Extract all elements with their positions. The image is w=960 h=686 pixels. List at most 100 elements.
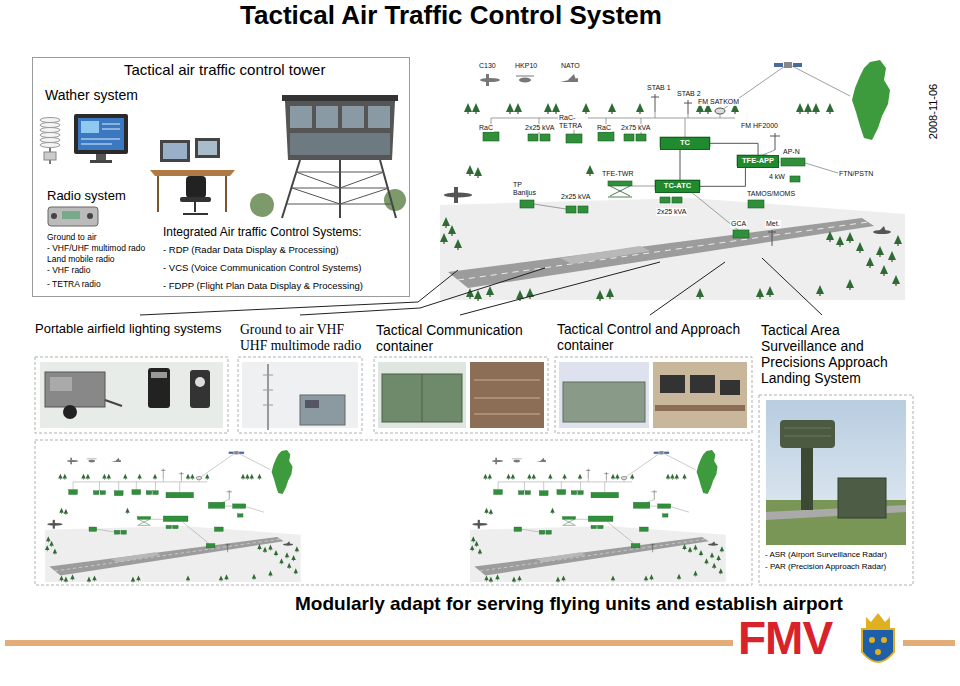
date-stamp: 2008-11-06 bbox=[927, 77, 940, 147]
scissor-lift bbox=[608, 186, 632, 197]
tree bbox=[466, 165, 474, 176]
node-heading: Tactical Communication container bbox=[376, 322, 546, 354]
controller-desk bbox=[194, 202, 196, 212]
weather-monitor bbox=[81, 139, 120, 140]
control-tower bbox=[296, 172, 340, 188]
controller-desk bbox=[180, 197, 211, 202]
footer-bar bbox=[903, 640, 955, 646]
control-tower bbox=[296, 172, 384, 173]
container bbox=[748, 200, 764, 208]
radar-photo bbox=[766, 400, 906, 545]
aircraft bbox=[568, 74, 576, 80]
tree bbox=[552, 103, 560, 114]
lighting-photo bbox=[195, 377, 205, 387]
radar-photo bbox=[766, 400, 906, 545]
node-heading: TC-ATC bbox=[660, 182, 695, 191]
control-tower bbox=[250, 193, 274, 217]
container bbox=[598, 132, 614, 141]
node-text: - VCS (Voice Communication Control Syste… bbox=[163, 263, 362, 274]
aircraft bbox=[519, 78, 531, 83]
equipment-label: 2x75 kVA bbox=[620, 124, 651, 132]
satellite bbox=[784, 62, 792, 68]
tree bbox=[442, 217, 450, 228]
equipment-label: 2x25 kVA bbox=[524, 124, 555, 132]
crown-emblem bbox=[869, 637, 875, 643]
control-tower bbox=[250, 95, 406, 218]
node-text: - PAR (Precision Approach Radar) bbox=[765, 562, 886, 571]
airfield-network-illustration bbox=[458, 222, 868, 280]
node-text: - TETRA radio bbox=[47, 280, 101, 290]
network-wire bbox=[685, 118, 686, 137]
leader-line bbox=[140, 258, 822, 315]
control-tower bbox=[282, 160, 396, 218]
tree bbox=[606, 288, 614, 299]
equipment-label: TFE-TWR bbox=[601, 170, 635, 178]
node-heading: Tactical Area Surveillance and Precision… bbox=[761, 322, 911, 386]
container bbox=[483, 132, 499, 141]
weather-monitor bbox=[81, 121, 99, 133]
controller-desk bbox=[150, 138, 235, 214]
communication-container-photo bbox=[422, 374, 423, 422]
tree bbox=[454, 239, 462, 250]
airfield-network-illustration bbox=[448, 218, 874, 288]
network-thumbnail bbox=[470, 450, 726, 583]
container bbox=[672, 197, 682, 203]
control-container-photo bbox=[660, 375, 685, 393]
tree bbox=[804, 103, 812, 114]
lighting-photo bbox=[40, 362, 223, 428]
network-link bbox=[710, 143, 758, 155]
scissor-lift bbox=[610, 186, 630, 196]
tree bbox=[826, 103, 834, 114]
lighting-photo bbox=[148, 368, 170, 408]
radio-photo bbox=[263, 375, 273, 376]
communication-container-photo bbox=[470, 362, 544, 428]
radio-photo bbox=[242, 362, 358, 430]
weather-sensor bbox=[40, 118, 60, 123]
photo-frame bbox=[35, 440, 752, 585]
controller-desk bbox=[186, 176, 206, 198]
node-heading: TFE-APP bbox=[742, 157, 774, 166]
controller-desk bbox=[160, 140, 190, 162]
airfield-network-illustration bbox=[440, 198, 905, 300]
satellite bbox=[774, 63, 783, 67]
logo-text: FMV bbox=[738, 614, 832, 662]
lighting-photo bbox=[45, 372, 105, 407]
container bbox=[528, 134, 538, 141]
control-tower bbox=[290, 133, 390, 155]
tree bbox=[474, 290, 482, 301]
node-text: - VHF/UHF multimod rado bbox=[47, 244, 145, 254]
node-text: Ground to air bbox=[47, 233, 97, 243]
radio-photo bbox=[267, 364, 269, 430]
communication-container-photo bbox=[382, 374, 462, 422]
tree bbox=[846, 232, 854, 243]
tree bbox=[696, 288, 704, 299]
weather-monitor bbox=[74, 114, 128, 154]
leader-line bbox=[650, 262, 725, 315]
control-container-photo bbox=[563, 382, 645, 422]
lighting-photo bbox=[105, 400, 122, 406]
communication-container-photo bbox=[474, 398, 540, 399]
equipment-label: 4 kW bbox=[768, 173, 786, 181]
tree bbox=[766, 286, 774, 297]
control-tower bbox=[340, 172, 384, 188]
radio-set bbox=[62, 211, 80, 219]
node-heading: Tactical air traffic control tower bbox=[124, 61, 325, 78]
antenna bbox=[651, 94, 780, 150]
tree bbox=[448, 225, 456, 236]
diagram-caption: Modularly adapt for serving flying units… bbox=[295, 592, 843, 616]
controller-desk bbox=[225, 176, 227, 212]
node-heading: TC bbox=[665, 139, 705, 148]
diagram-title: Tactical Air Traffic Control System bbox=[0, 0, 902, 30]
control-tower bbox=[316, 106, 338, 128]
tree bbox=[876, 246, 884, 257]
network-wire bbox=[632, 186, 655, 187]
tree bbox=[506, 103, 514, 114]
container bbox=[566, 206, 576, 213]
aircraft bbox=[454, 187, 458, 203]
photo-frame bbox=[35, 357, 913, 585]
tree bbox=[464, 103, 472, 114]
radar-photo bbox=[784, 428, 831, 429]
leader-line bbox=[460, 262, 660, 315]
container bbox=[608, 181, 632, 186]
tree bbox=[582, 103, 590, 114]
